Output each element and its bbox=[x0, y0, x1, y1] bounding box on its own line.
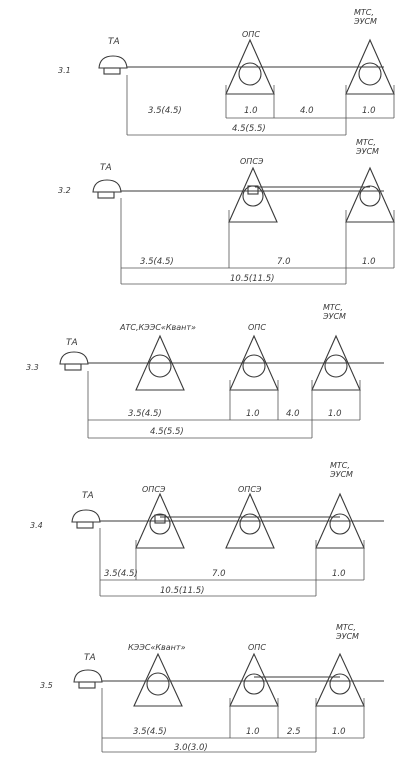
station-label: ОПС bbox=[248, 643, 266, 652]
station-label: ОПСЭ bbox=[240, 157, 264, 166]
dim-a: 3.5(4.5) bbox=[128, 409, 162, 419]
station-triangle-icon bbox=[311, 334, 361, 391]
station-triangle-icon bbox=[315, 652, 365, 707]
dim-total: 4.5(5.5) bbox=[232, 124, 266, 134]
station-label: МТС,ЭУСМ bbox=[329, 461, 353, 479]
station-label: МТС,ЭУСМ bbox=[322, 303, 346, 321]
dim-total: 10.5(11.5) bbox=[160, 586, 204, 596]
station-label: ОПСЭ bbox=[142, 485, 166, 494]
scheme-number: 3.3 bbox=[26, 363, 39, 372]
ta-label: ТА bbox=[66, 338, 78, 348]
station-triangle-icon bbox=[225, 38, 275, 95]
dim-total: 4.5(5.5) bbox=[150, 427, 184, 437]
station-triangle-icon bbox=[135, 492, 185, 549]
station-label: АТС,КЭЭС«Квант» bbox=[119, 323, 196, 332]
scheme-3-3: 3.3 ТА АТС,КЭЭС«Квант» ОПС МТС,ЭУСМ 3.5(… bbox=[26, 303, 384, 439]
dim-c: 4.0 bbox=[300, 106, 314, 116]
dim-b: 1.0 bbox=[244, 106, 258, 116]
scheme-3-4: 3.4 ТА ОПСЭ ОПСЭ МТС,ЭУСМ 3.5(4.5) 7.0 1… bbox=[30, 461, 384, 597]
dim-d: 1.0 bbox=[328, 409, 342, 419]
station-triangle-icon bbox=[225, 492, 275, 549]
scheme-3-5: 3.5 ТА КЭЭС«Квант» ОПС МТС,ЭУСМ 3.5(4.5)… bbox=[40, 623, 384, 753]
scheme-number: 3.1 bbox=[58, 66, 71, 75]
station-triangle-icon bbox=[345, 166, 395, 223]
dim-a: 3.5(4.5) bbox=[140, 257, 174, 267]
dim-total: 3.0(3.0) bbox=[174, 743, 208, 753]
scheme-number: 3.2 bbox=[58, 186, 71, 195]
dim-a: 3.5(4.5) bbox=[133, 727, 167, 737]
station-label: КЭЭС«Квант» bbox=[128, 643, 186, 652]
dim-b: 7.0 bbox=[277, 257, 291, 267]
telephone-icon bbox=[92, 179, 122, 199]
dim-d: 1.0 bbox=[332, 727, 346, 737]
station-label: ОПС bbox=[242, 30, 260, 39]
dim-b: 1.0 bbox=[246, 727, 260, 737]
station-triangle-icon bbox=[135, 334, 185, 391]
station-triangle-icon bbox=[229, 652, 279, 707]
ta-label: ТА bbox=[108, 37, 120, 47]
station-label: ОПС bbox=[248, 323, 266, 332]
dim-d: 1.0 bbox=[362, 106, 376, 116]
station-label-line1: МТС,ЭУСМ bbox=[353, 8, 377, 26]
station-triangle-icon bbox=[133, 652, 183, 707]
dim-c: 4.0 bbox=[286, 409, 300, 419]
dim-b: 1.0 bbox=[246, 409, 260, 419]
station-triangle-icon bbox=[229, 334, 279, 391]
telephone-icon bbox=[73, 669, 103, 689]
dim-total: 10.5(11.5) bbox=[230, 274, 274, 284]
dim-d: 1.0 bbox=[332, 569, 346, 579]
telephone-icon bbox=[98, 55, 128, 75]
dim-a: 3.5(4.5) bbox=[104, 569, 138, 579]
scheme-number: 3.5 bbox=[40, 681, 53, 690]
ta-label: ТА bbox=[100, 163, 112, 173]
ta-label: ТА bbox=[84, 653, 96, 663]
scheme-3-2: 3.2 ТА ОПСЭ МТС,ЭУСМ 3.5(4.5) 7.0 1.0 10… bbox=[58, 138, 395, 285]
scheme-3-1: 3.1 ТА ОПС МТС,ЭУСМ 3.5(4.5) 1.0 4.0 1.0… bbox=[58, 8, 395, 136]
telephone-icon bbox=[59, 351, 89, 371]
telephone-icon bbox=[71, 509, 101, 529]
dim-a: 3.5(4.5) bbox=[148, 106, 182, 116]
station-triangle-icon bbox=[228, 166, 278, 223]
dim-c: 2.5 bbox=[287, 727, 301, 737]
station-label: МТС,ЭУСМ bbox=[355, 138, 379, 156]
station-triangle-icon bbox=[345, 38, 395, 95]
dim-b: 7.0 bbox=[212, 569, 226, 579]
ta-label: ТА bbox=[82, 491, 94, 501]
station-triangle-icon bbox=[315, 492, 365, 549]
station-label: МТС,ЭУСМ bbox=[335, 623, 359, 641]
station-label: ОПСЭ bbox=[238, 485, 262, 494]
scheme-number: 3.4 bbox=[30, 521, 43, 530]
dim-d: 1.0 bbox=[362, 257, 376, 267]
